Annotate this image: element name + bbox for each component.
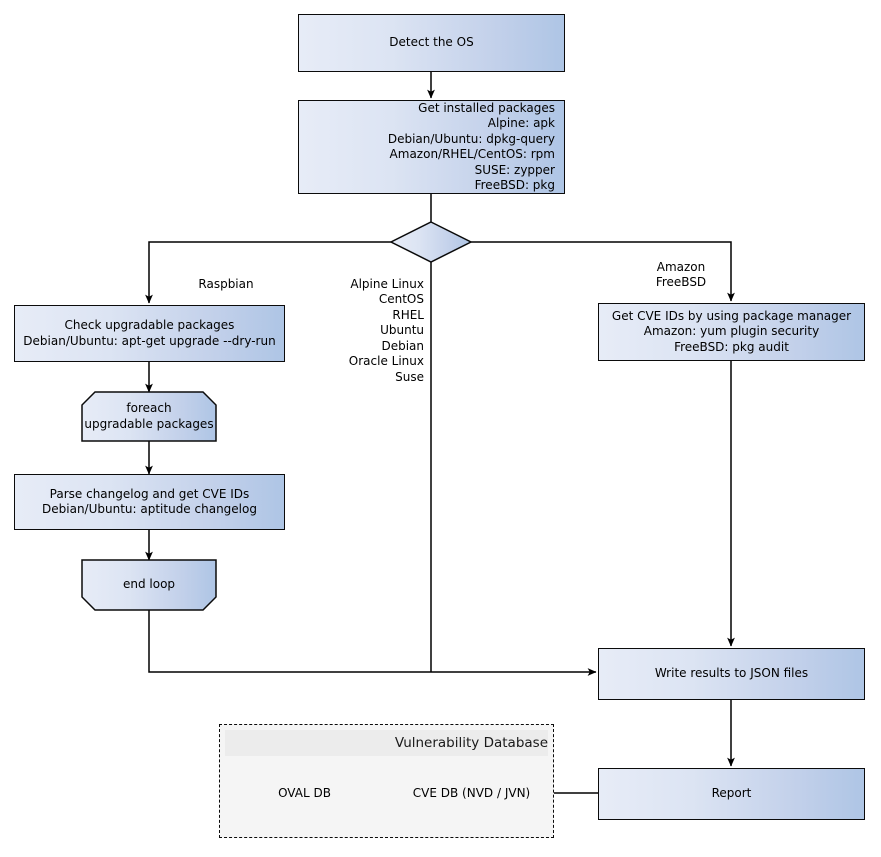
node-get-cve-ids-package-manager-label: Get CVE IDs by using package manager Ama… [611,308,852,354]
node-get-cve-ids-package-manager[interactable]: Get CVE IDs by using package manager Ama… [598,303,865,361]
node-detect-the-os[interactable]: Detect the OS [298,14,565,72]
edge-label-linux-family: Alpine Linux CentOS RHEL Ubuntu Debian O… [280,261,424,385]
group-vulnerability-database-title-label: Vulnerability Database [394,735,548,751]
edge-label-linux-family-text: Alpine Linux CentOS RHEL Ubuntu Debian O… [348,276,424,384]
os-decision-diamond [389,221,473,263]
node-get-installed-packages-label: Get installed packages Alpine: apk Debia… [387,100,555,193]
node-check-upgradable-packages[interactable]: Check upgradable packages Debian/Ubuntu:… [14,305,285,362]
edge-decision-to-getcve [471,241,735,302]
node-parse-changelog-label: Parse changelog and get CVE IDs Debian/U… [42,486,257,517]
node-report[interactable]: Report [598,768,865,820]
edge-decision-to-check [145,241,391,304]
node-detect-the-os-label: Detect the OS [389,35,474,50]
edge-label-raspbian-text: Raspbian [198,276,254,291]
node-write-results-to-json-label: Write results to JSON files [654,666,809,681]
edge-endloop-to-write [148,610,597,676]
group-vulnerability-database-title: Vulnerability Database [225,730,548,756]
node-get-installed-packages[interactable]: Get installed packages Alpine: apk Debia… [298,100,565,194]
end-loop-shape [81,559,217,611]
node-parse-changelog[interactable]: Parse changelog and get CVE IDs Debian/U… [14,474,285,530]
node-write-results-to-json[interactable]: Write results to JSON files [598,648,865,700]
foreach-loop-shape [81,391,217,442]
edge-label-amazon-freebsd-text: Amazon FreeBSD [655,259,707,290]
edge-label-amazon-freebsd: Amazon FreeBSD [631,244,731,291]
node-report-label: Report [711,786,752,801]
edge-label-raspbian: Raspbian [151,261,301,292]
node-check-upgradable-packages-label: Check upgradable packages Debian/Ubuntu:… [23,318,276,348]
